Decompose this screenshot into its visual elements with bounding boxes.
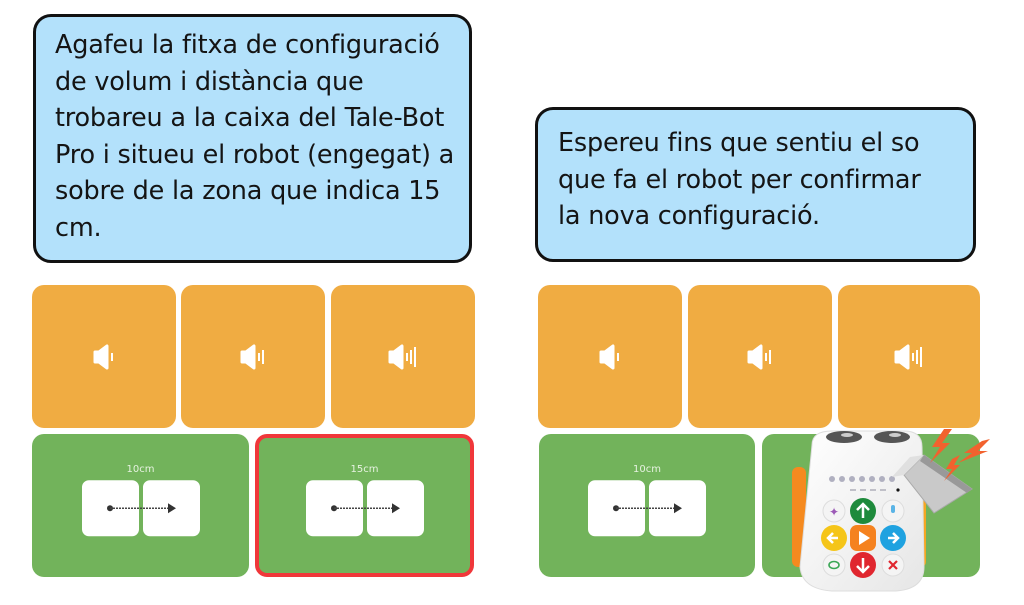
speaker-high-icon [388,344,416,369]
dance-button[interactable] [822,499,846,523]
sound-bolt-icon [930,429,990,481]
robot-led-dots [829,476,895,482]
distance-diagram [305,479,424,536]
instruction-bubble-step1: Agafeu la fitxa de configuració de volum… [33,14,472,263]
instruction-bubble-step2: Espereu fins que sentiu el so que fa el … [535,107,976,262]
speaker-medium-icon [240,344,264,369]
speaker-low-icon [599,344,619,369]
volume-tile-low[interactable] [538,285,682,428]
distance-diagram [81,479,200,536]
distance-diagram [588,479,706,536]
speaker-high-icon [894,344,922,369]
svg-text:✦: ✦ [829,505,839,519]
instruction-text-step1: Agafeu la fitxa de configuració de volum… [55,30,455,243]
distance-arrow-icon [106,502,176,513]
distance-arrow-icon [613,502,682,513]
distance-label: 15cm [350,464,379,475]
robot-eye [874,431,910,443]
volume-tile-medium[interactable] [181,285,325,428]
distance-arrow-icon [330,502,400,513]
robot-eye [826,431,862,443]
distance-tile-10cm[interactable]: 10cm [539,434,755,577]
distance-label: 10cm [126,464,155,475]
tale-bot-robot: ✦ [792,429,990,592]
loop-button[interactable] [822,553,846,577]
volume-tile-high[interactable] [838,285,980,428]
distance-tile-10cm[interactable]: 10cm [32,434,249,577]
speaker-medium-icon [747,344,771,369]
speaker-horn-icon [892,454,973,514]
instruction-text-step2: Espereu fins que sentiu el so que fa el … [558,128,921,231]
distance-tile-15cm-selected[interactable]: 15cm [255,434,474,577]
volume-tile-high[interactable] [331,285,475,428]
volume-tile-medium[interactable] [688,285,832,428]
volume-tile-low[interactable] [32,285,176,428]
distance-label: 10cm [633,464,661,475]
speaker-low-icon [93,344,113,369]
